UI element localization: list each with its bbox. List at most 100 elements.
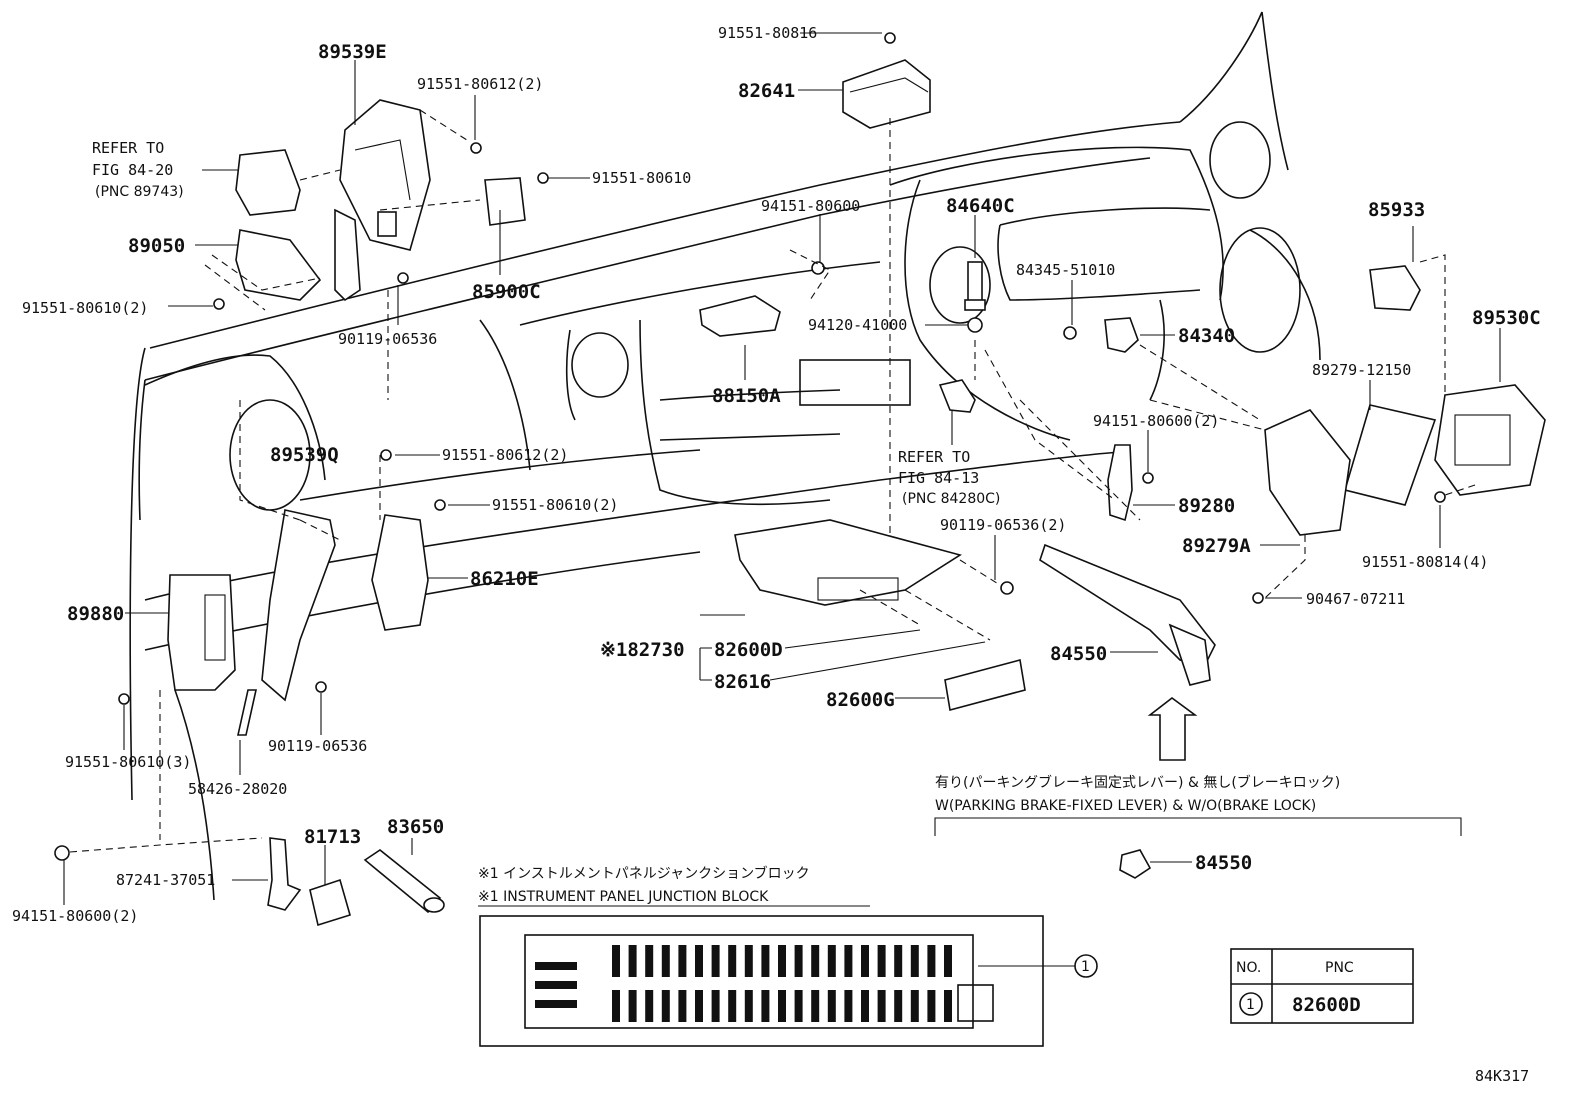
terminal-pin — [811, 990, 820, 1022]
refer-84-13-line1: REFER TO — [898, 448, 970, 466]
label-89539E: 89539E — [318, 41, 387, 63]
label-94151-80600-2-bot: 94151-80600(2) — [12, 907, 138, 925]
junction-block-terminals — [612, 945, 952, 1022]
label-89279A: 89279A — [1182, 535, 1251, 557]
callout-circle — [1074, 954, 1098, 978]
terminal-pin — [661, 945, 670, 977]
jb-note-en: ※1 INSTRUMENT PANEL JUNCTION BLOCK — [478, 889, 769, 905]
refer-84-20-line1: REFER TO — [92, 139, 164, 157]
terminal-pin — [794, 990, 803, 1022]
label-82641: 82641 — [738, 80, 795, 102]
label-87241-37051: 87241-37051 — [116, 871, 215, 889]
refer-84-20-line3: (PNC 89743) — [95, 184, 184, 200]
label-58426-28020: 58426-28020 — [188, 780, 287, 798]
terminal-pin — [827, 990, 836, 1022]
label-91551-80610-3: 91551-80610(3) — [65, 753, 191, 771]
terminal-pin — [778, 990, 786, 1022]
brake-note-en: W(PARKING BRAKE-FIXED LEVER) & W/O(BRAKE… — [935, 798, 1316, 814]
refer-84-13-line2: FIG 84-13 — [898, 469, 979, 487]
callout-number: 1 — [1081, 959, 1090, 975]
junction-block-detail: ※1 インストルメントパネルジャンクションブロック ※1 INSTRUMENT … — [478, 865, 1098, 1047]
terminal-pin — [944, 945, 952, 977]
terminal-pin — [612, 990, 620, 1022]
label-89280: 89280 — [1178, 495, 1235, 517]
label-91551-80610-2-left: 91551-80610(2) — [22, 299, 148, 317]
terminal-pin — [678, 945, 687, 977]
label-90467-07211: 90467-07211 — [1306, 590, 1405, 608]
label-89050: 89050 — [128, 235, 185, 257]
legend-row-no: 1 — [1246, 997, 1255, 1013]
terminal-pin — [927, 990, 936, 1022]
legend-row-no-circle — [1239, 992, 1263, 1016]
terminal-pin — [744, 990, 753, 1022]
label-94120-41000: 94120-41000 — [808, 316, 907, 334]
label-89279-12150: 89279-12150 — [1312, 361, 1411, 379]
terminal-pin — [711, 945, 720, 977]
label-94151-80600-mid: 94151-80600 — [761, 197, 860, 215]
terminal-pin — [645, 945, 654, 977]
label-90119-06536-2: 90119-06536(2) — [940, 516, 1066, 534]
terminal-pin — [628, 945, 637, 977]
label-81713: 81713 — [304, 826, 361, 848]
label-91551-80816: 91551-80816 — [718, 24, 817, 42]
label-91551-80610-2-mid: 91551-80610(2) — [492, 496, 618, 514]
leader-lines — [63, 32, 1501, 967]
terminal-pin — [661, 990, 670, 1022]
terminal-pin — [695, 990, 703, 1022]
terminal-pin — [678, 990, 687, 1022]
terminal-pin — [844, 990, 853, 1022]
terminal-pin — [811, 945, 820, 977]
terminal-pin — [910, 945, 919, 977]
label-82616: 82616 — [714, 671, 771, 693]
label-91551-80814-4: 91551-80814(4) — [1362, 553, 1488, 571]
label-84550-b: 84550 — [1195, 852, 1252, 874]
label-88150A: 88150A — [712, 385, 781, 407]
terminal-pin — [778, 945, 786, 977]
part-labels: REFER TO FIG 84-20 (PNC 89743) 89539E 91… — [12, 24, 1541, 925]
label-90119-06536-top: 90119-06536 — [338, 330, 437, 348]
label-82600D: 82600D — [714, 639, 783, 661]
label-89539Q: 89539Q — [270, 444, 339, 466]
refer-84-13-line3: (PNC 84280C) — [902, 491, 1000, 507]
label-89880: 89880 — [67, 603, 124, 625]
label-86210E: 86210E — [470, 568, 539, 590]
terminal-pin — [728, 945, 737, 977]
terminal-pin — [910, 990, 919, 1022]
brake-note-jp: 有り(パーキングブレーキ固定式レバー) & 無し(ブレーキロック) — [935, 774, 1340, 791]
legend-header-pnc: PNC — [1325, 960, 1354, 976]
terminal-pin — [761, 945, 770, 977]
terminal-pin — [894, 945, 903, 977]
label-82600G: 82600G — [826, 689, 895, 711]
label-85900C: 85900C — [472, 281, 541, 303]
terminal-pin — [861, 990, 869, 1022]
label-91551-80610-top: 91551-80610 — [592, 169, 691, 187]
legend-header-no: NO. — [1236, 960, 1261, 976]
terminal-pin — [711, 990, 720, 1022]
label-94151-80600-2-right: 94151-80600(2) — [1093, 412, 1219, 430]
diagram-id: 84K317 — [1475, 1067, 1529, 1085]
part-drawings — [54, 32, 1546, 927]
terminal-pin — [844, 945, 853, 977]
label-84340: 84340 — [1178, 325, 1235, 347]
label-90119-06536-bot: 90119-06536 — [268, 737, 367, 755]
terminal-pin — [877, 945, 886, 977]
terminal-pin — [761, 990, 770, 1022]
label-91551-80612-2-mid: 91551-80612(2) — [442, 446, 568, 464]
terminal-pin — [944, 990, 952, 1022]
legend-row-pnc: 82600D — [1292, 994, 1361, 1016]
brake-variant-note: 有り(パーキングブレーキ固定式レバー) & 無し(ブレーキロック) W(PARK… — [934, 774, 1462, 836]
label-83650: 83650 — [387, 816, 444, 838]
terminal-pin — [645, 990, 654, 1022]
label-82730: ※182730 — [600, 639, 685, 661]
label-85933: 85933 — [1368, 199, 1425, 221]
label-89530C: 89530C — [1472, 307, 1541, 329]
jb-note-jp: ※1 インストルメントパネルジャンクションブロック — [478, 865, 810, 882]
label-84640C: 84640C — [946, 195, 1015, 217]
terminal-pin — [894, 990, 903, 1022]
terminal-pin — [794, 945, 803, 977]
label-84345-51010: 84345-51010 — [1016, 261, 1115, 279]
terminal-pin — [827, 945, 836, 977]
terminal-pin — [744, 945, 753, 977]
label-91551-80612-2-top: 91551-80612(2) — [417, 75, 543, 93]
